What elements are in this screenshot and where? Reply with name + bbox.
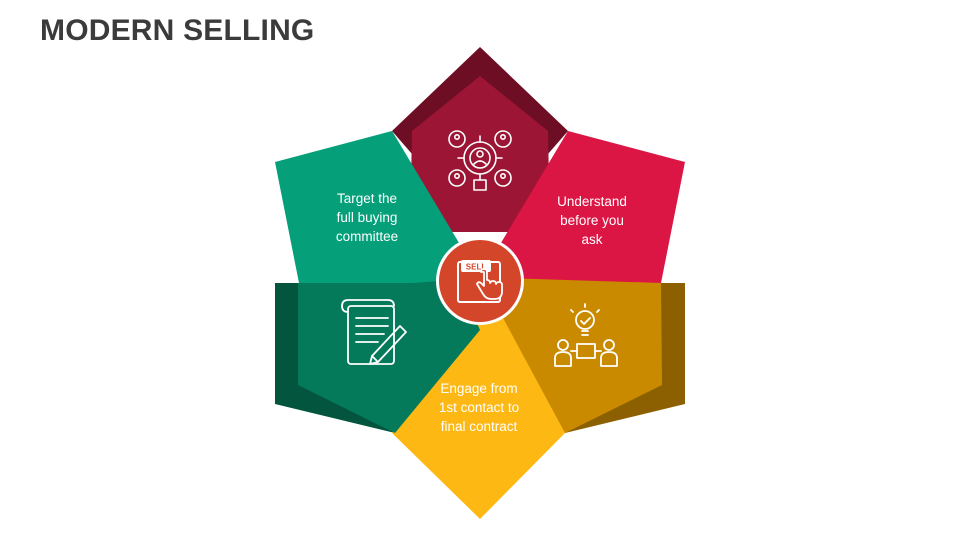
contract-signing-icon <box>341 299 407 365</box>
sell-hand-icon: SELL <box>457 260 503 303</box>
upper-left-segment-label: Target the full buying committee <box>335 191 399 244</box>
upper-right-segment <box>480 131 685 283</box>
upper-right-segment-label: Understand before you ask <box>557 194 627 247</box>
page-title: MODERN SELLING <box>40 14 315 47</box>
idea-collaboration-icon <box>554 303 618 367</box>
upper-left-segment <box>275 131 480 283</box>
top-segment <box>410 76 550 232</box>
center-circle-fill <box>439 240 521 322</box>
bottom-segment-label: Engage from 1st contact to final contrac… <box>438 381 520 434</box>
lower-left-segment <box>298 278 480 433</box>
sell-sign-text: SELL <box>466 263 487 272</box>
target-audience-icon <box>448 130 512 191</box>
